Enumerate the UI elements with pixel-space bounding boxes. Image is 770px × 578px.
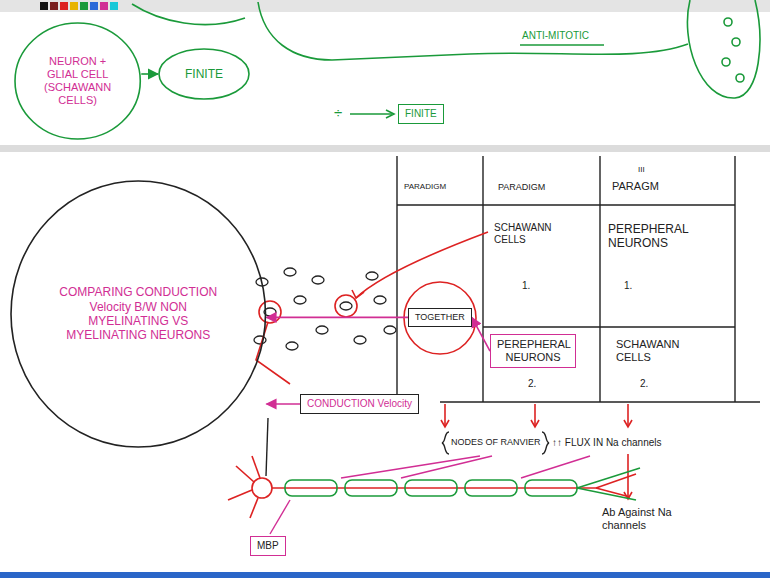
ellipse-line — [159, 49, 249, 99]
node-text: FINITE — [405, 108, 437, 120]
topic-circle: COMPARING CONDUCTION Velocity B/W NON MY… — [10, 180, 267, 448]
table-cell: 2. — [640, 378, 648, 390]
table-header: III — [638, 165, 645, 175]
finite-box: FINITE — [398, 104, 444, 124]
table-cell: 1. — [624, 280, 632, 292]
ellipse-line — [11, 181, 266, 447]
table-cell: SCHAWANN CELLS — [494, 222, 574, 246]
pink-leaders — [270, 456, 590, 534]
divide-arrow — [350, 110, 394, 118]
note-text: ANTI-MITOTIC — [522, 30, 589, 42]
table-grid — [397, 156, 760, 402]
table-header: PARADIGM — [404, 182, 446, 192]
note-text: NODES OF RANVIER — [451, 437, 541, 448]
myelin-ovals — [254, 268, 396, 350]
connector-arrow — [472, 317, 490, 351]
neuron-drawing — [228, 456, 640, 518]
table-cell: SCHAWANN CELLS — [616, 338, 716, 364]
finite-ellipse: FINITE — [158, 48, 250, 100]
node-text: COMPARING CONDUCTION Velocity B/W NON MY… — [51, 285, 226, 343]
table-header: PARAGM — [612, 180, 659, 193]
table-header: PARADIGM — [498, 182, 545, 193]
operator-symbol: ÷ — [334, 104, 342, 122]
connector-arrow — [141, 73, 158, 75]
node-text: CONDUCTION Velocity — [307, 398, 412, 410]
top-curves — [132, 0, 760, 98]
table-cell-box: PEREPHERAL NEURONS — [490, 334, 576, 368]
cell-ellipse: NEURON + GLIAL CELL (SCHAWANN CELLS) — [14, 22, 141, 140]
connector-arrow — [267, 317, 409, 319]
table-cell: PEREPHERAL NEURONS — [608, 222, 720, 251]
note-text: Ab Against Na channels — [602, 506, 680, 532]
velocity-box: CONDUCTION Velocity — [300, 394, 419, 414]
toolbar — [0, 0, 770, 12]
note-text: ↑↑ FLUX IN Na channels — [552, 437, 662, 449]
mbp-box: MBP — [250, 536, 286, 556]
ellipse-line — [15, 23, 140, 139]
node-text: PEREPHERAL NEURONS — [497, 338, 569, 364]
toolbar-swatches — [40, 2, 118, 10]
table-cell: 1. — [522, 280, 530, 292]
table-cell: 2. — [528, 378, 536, 390]
connector-arrow — [267, 403, 301, 405]
section-divider — [0, 145, 770, 152]
node-text: FINITE — [185, 67, 223, 81]
node-text: NEURON + GLIAL CELL (SCHAWANN CELLS) — [36, 55, 120, 108]
together-box: TOGETHER — [408, 308, 472, 327]
red-markings — [256, 232, 632, 499]
node-text: TOGETHER — [415, 312, 465, 323]
node-text: MBP — [257, 540, 279, 552]
taskbar — [0, 572, 770, 578]
